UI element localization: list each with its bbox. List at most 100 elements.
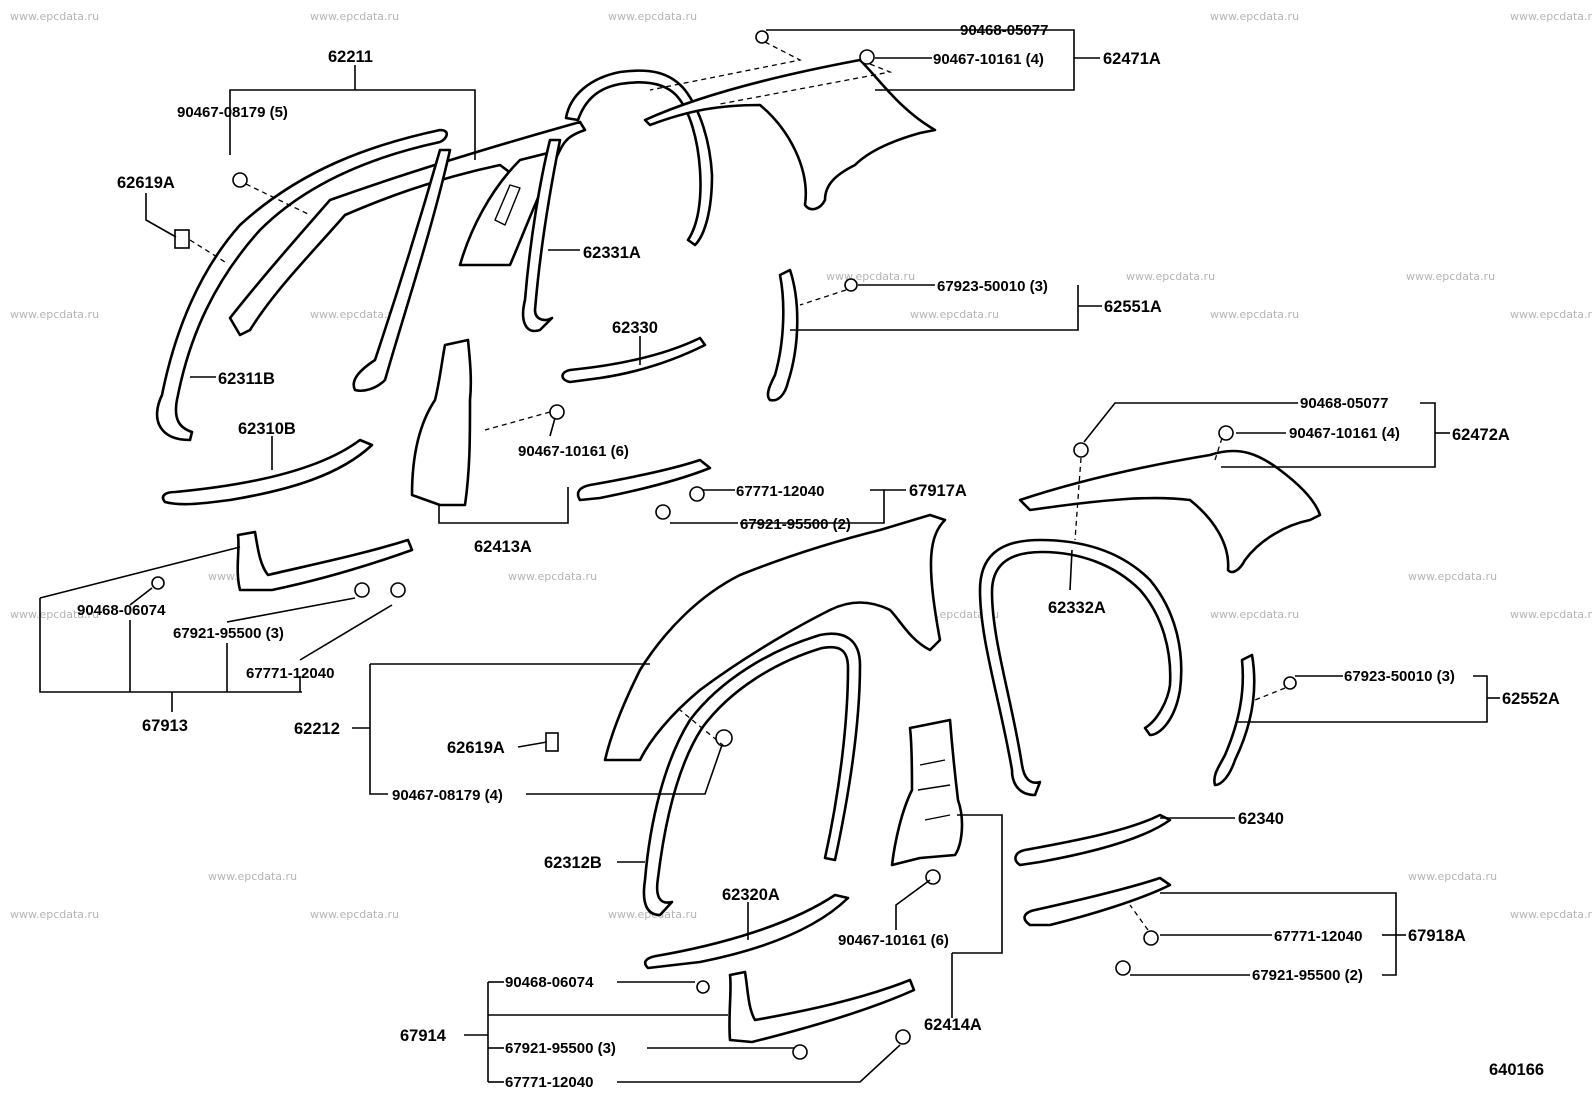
label-62340: 62340 [1238,810,1284,828]
label-62212: 62212 [294,720,340,738]
leader-line [39,546,241,599]
clip-icon [755,30,769,44]
part-67914 [728,970,916,1044]
clip-icon [1115,960,1131,976]
part-62311b [155,128,449,442]
part-62552a [1213,653,1256,787]
watermark: www.epcdata.ru [1408,870,1497,883]
label-62332a: 62332A [1048,599,1106,617]
label-90468-06074-left: 90468-06074 [77,602,166,619]
leader-line [766,29,1075,91]
part-62330 [561,336,707,384]
part-62320a [643,893,850,970]
label-62311b: 62311B [218,370,275,388]
clip-icon [844,278,858,292]
part-62312b [642,632,862,917]
watermark: www.epcdata.ru [1210,10,1299,23]
label-90467-08179-4: 90467-08179 (4) [392,787,503,804]
watermark: www.epcdata.ru [1510,10,1592,23]
leader-line [740,489,885,524]
leader-line [526,744,723,795]
clip-icon [689,486,705,502]
label-67913: 67913 [142,717,188,735]
label-90467-08179-5: 90467-08179 (5) [177,104,288,121]
label-67771-12040-right: 67771-12040 [1274,928,1362,945]
label-67921-95500-2-right: 67921-95500 (2) [1252,967,1363,984]
dashed-line [719,63,893,105]
leader-line [229,89,476,160]
leader-line [438,487,569,524]
dashed-line [1254,687,1286,701]
label-67918a: 67918A [1408,927,1466,945]
part-62332a [978,538,1183,797]
clip-icon [1143,930,1159,946]
label-62320a: 62320A [722,886,780,904]
clip-icon [549,404,565,420]
dashed-line [679,709,725,747]
watermark: www.epcdata.ru [10,908,99,921]
part-62331a [521,138,562,333]
leader-line [145,193,177,238]
part-62551a [766,268,799,402]
diagram-number: 640166 [1489,1061,1544,1079]
clip-icon [715,729,733,747]
part-62310b [161,438,374,506]
dashed-line [799,289,847,306]
leader-line [895,879,931,930]
label-67771-12040-mid: 67771-12040 [736,483,824,500]
part-62211-pillar [352,148,452,392]
watermark: www.epcdata.ru [1210,308,1299,321]
part-62414a [890,718,964,867]
leader-line [517,741,548,748]
leader-line [617,1044,901,1083]
watermark: www.epcdata.ru [508,570,597,583]
leader-lines [39,29,1500,1083]
label-62414a: 62414A [924,1016,982,1034]
watermark: www.epcdata.ru [1408,570,1497,583]
label-62472a: 62472A [1452,426,1510,444]
dashed-line [484,411,551,431]
clip-icon [174,229,190,249]
leader-line [1083,402,1298,443]
watermark: www.epcdata.ru [1510,908,1592,921]
watermark: www.epcdata.ru [10,308,99,321]
label-90468-06074-bottom: 90468-06074 [505,974,594,991]
part-67917a [576,458,712,502]
watermark-layer: www.epcdata.ru www.epcdata.ru www.epcdat… [10,10,1592,921]
part-62212 [603,513,947,762]
clip-icon [655,504,671,520]
watermark: www.epcdata.ru [1126,270,1215,283]
leader-line [299,604,393,661]
leader-line [1183,892,1397,976]
label-90468-05077-right: 90468-05077 [1300,395,1388,412]
dashed-lines [189,41,1286,931]
label-67921-95500-3-bottom: 67921-95500 (3) [505,1040,616,1057]
part-62414a-detail [917,759,951,821]
leader-line [790,285,1079,331]
leader-line [129,587,153,606]
label-67917a: 67917A [909,482,967,500]
label-62331a: 62331A [583,244,641,262]
dashed-line [1129,904,1149,931]
watermark: www.epcdata.ru [1510,308,1592,321]
watermark: www.epcdata.ru [1210,608,1299,621]
part-62471a [643,58,937,211]
watermark: www.epcdata.ru [310,10,399,23]
label-67923-50010-right: 67923-50010 (3) [1344,668,1455,685]
leader-line [1069,549,1073,591]
label-62551a: 62551A [1104,298,1162,316]
label-67921-95500-3-left: 67921-95500 (3) [173,625,284,642]
label-62552a: 62552A [1502,690,1560,708]
dashed-line [189,239,226,263]
part-drawings [155,58,1322,1044]
clip-icon [1218,425,1234,441]
label-62330: 62330 [612,319,658,337]
dashed-line [1074,457,1082,541]
label-67771-12040-left: 67771-12040 [246,665,334,682]
clip-icon [545,732,559,752]
part-62340 [1014,813,1172,867]
clip-icon [1283,676,1297,690]
watermark: www.epcdata.ru [310,908,399,921]
clip-icon [859,49,875,65]
